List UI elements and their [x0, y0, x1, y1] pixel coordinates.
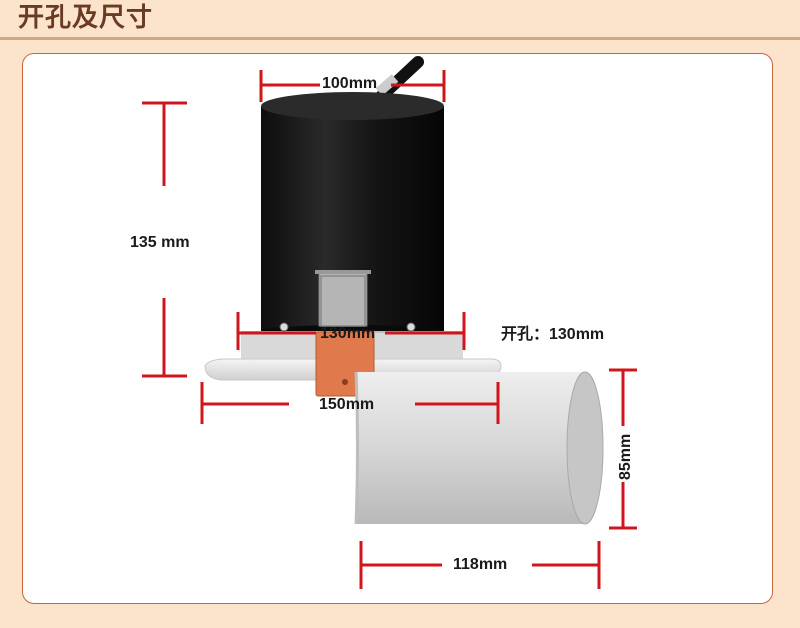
spring-clip: [315, 270, 375, 397]
screw-right: [406, 322, 416, 332]
dimension-lamp-width: 118mm: [453, 556, 508, 573]
dimension-cutout: 开孔：130mm: [501, 326, 605, 343]
dimension-height: 135 mm: [130, 234, 190, 251]
dimension-top-width: 100mm: [322, 75, 378, 92]
dimension-flange-width: 150mm: [319, 396, 375, 413]
lamp-head: [354, 371, 604, 525]
product-diagram-panel: 100mm 135 mm 130mm 开孔：130mm 150mm 85mm 1…: [22, 53, 773, 604]
downlight-illustration: [142, 56, 637, 589]
page-title: 开孔及尺寸: [18, 3, 154, 33]
screw-left: [279, 322, 289, 332]
dimension-lines: [142, 70, 637, 589]
dimension-inner-width: 130mm: [320, 325, 376, 342]
dimension-lamp-height: 85mm: [617, 433, 634, 480]
title-divider: [0, 37, 800, 40]
